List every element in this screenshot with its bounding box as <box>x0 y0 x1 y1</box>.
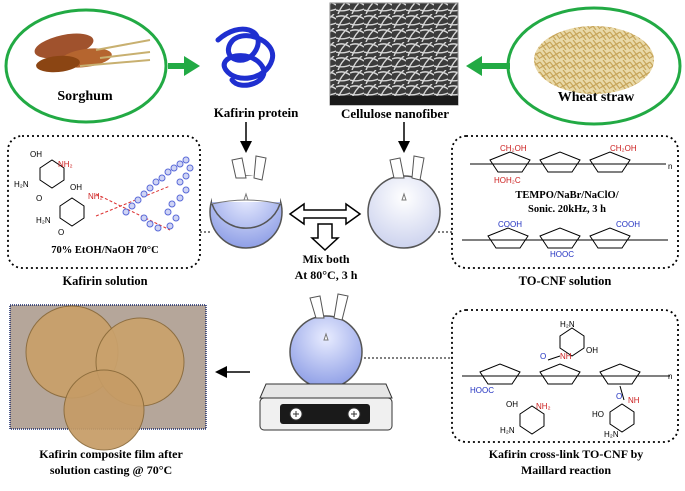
peptide-bead-chain <box>122 156 194 232</box>
mix-line1: Mix both <box>302 252 350 266</box>
sorghum-label: Sorghum <box>57 89 113 104</box>
chem-cooh-1: COOH <box>498 220 522 229</box>
chem-ho-1: HO <box>592 410 604 419</box>
chem-o-2: O <box>58 228 65 237</box>
chem-o-1: O <box>36 194 43 203</box>
kafirin-composite-film-image <box>25 305 185 451</box>
chem-h2n-3: H₂N <box>500 426 515 435</box>
film-label-line1: Kafirin composite film after <box>39 447 183 461</box>
cellulose-nanofiber-label: Cellulose nanofiber <box>341 106 449 121</box>
kafirin-protein-label: Kafirin protein <box>213 105 299 120</box>
chem-nh-2: NH <box>628 396 640 405</box>
cellulose-chain-top <box>470 151 666 173</box>
round-bottom-flask-icon-right <box>367 155 441 249</box>
wheat-straw-image <box>534 26 654 94</box>
crosslink-box <box>451 309 679 443</box>
hot-plate-stirrer-icon <box>259 293 393 431</box>
chem-oh-1: OH <box>30 150 42 159</box>
chem-hoh2c: HOH₂C <box>494 176 521 185</box>
chem-h2n-1: H₂N <box>14 180 29 189</box>
chem-hooc-1: HOOC <box>550 250 574 259</box>
chem-nh2-2: NH₂ <box>88 192 103 201</box>
chem-oh-3: OH <box>586 346 598 355</box>
chem-n-1: n <box>668 162 673 171</box>
sem-micrograph <box>329 2 459 106</box>
solvent-label: 70% EtOH/NaOH 70°C <box>51 245 159 256</box>
cellulose-chain-bottom <box>462 227 668 249</box>
chem-cooh-2: COOH <box>616 220 640 229</box>
chem-o-4: O <box>616 392 623 401</box>
chem-nh2-4: NH₂ <box>536 402 551 411</box>
chem-h2n-2: H₂N <box>36 216 51 225</box>
chem-oh-4: OH <box>506 400 518 409</box>
chem-nh2-1: NH₂ <box>58 160 73 169</box>
kafirin-protein-coil <box>215 26 276 88</box>
chem-nh2-3: H₂N <box>560 320 575 329</box>
amino-acid-structure-top <box>39 159 65 189</box>
to-cnf-solution-box <box>451 135 679 269</box>
wheat-straw-label: Wheat straw <box>557 90 635 105</box>
round-bottom-flask-icon <box>209 155 283 249</box>
kafirin-solution-box <box>7 135 201 269</box>
chem-oh-2: OH <box>70 183 82 192</box>
chem-hooc-2: HOOC <box>470 386 494 395</box>
chem-h2n-4: H₂N <box>604 430 619 439</box>
to-cnf-solution-label: TO-CNF solution <box>518 274 612 288</box>
amino-acid-structure-bottom <box>59 197 85 227</box>
chem-ch2oh-2: CH₂OH <box>610 144 637 153</box>
chem-n-2: n <box>668 372 673 381</box>
crosslink-label-line1: Kafirin cross-link TO-CNF by <box>488 447 644 461</box>
film-label-line2: solution casting @ 70°C <box>49 463 173 477</box>
chem-ch2oh-1: CH₂OH <box>500 144 527 153</box>
kafirin-solution-label: Kafirin solution <box>62 274 148 288</box>
tempo-line2: Sonic. 20kHz, 3 h <box>528 204 606 215</box>
crosslink-label-line2: Maillard reaction <box>520 463 612 477</box>
tempo-line1: TEMPO/NaBr/NaClO/ <box>515 190 619 201</box>
crosslinked-structure <box>462 327 670 435</box>
sorghum-image <box>34 33 151 73</box>
chem-nh-1: NH <box>560 352 572 361</box>
mix-line2: At 80°C, 3 h <box>294 268 358 282</box>
chem-o-3: O <box>540 352 547 361</box>
four-way-arrow-icon <box>288 202 362 252</box>
